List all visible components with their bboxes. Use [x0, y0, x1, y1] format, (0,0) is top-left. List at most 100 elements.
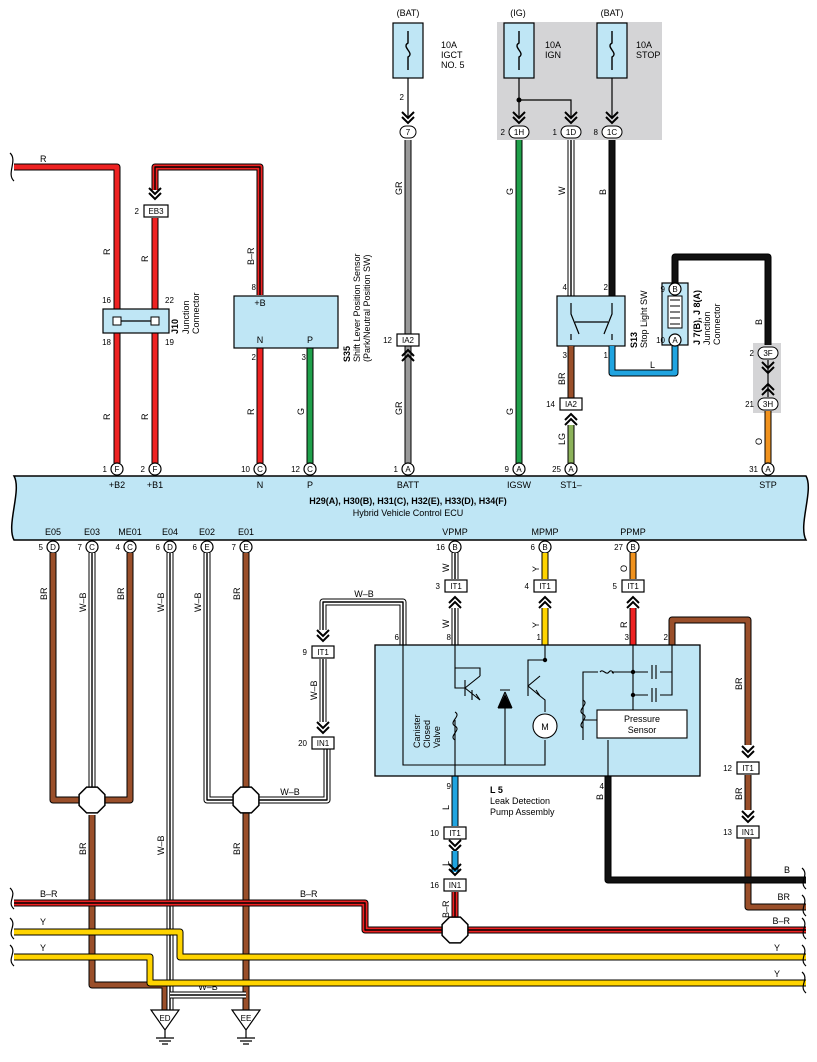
- wire-br-low-left-label: BR: [78, 842, 88, 855]
- ecu-bottom-pin-num-6: 16: [436, 543, 445, 552]
- conn-ia2-top-pin: 12: [383, 336, 392, 345]
- j10-p22: 22: [165, 296, 174, 305]
- wire-br-e05-label: BR: [39, 587, 49, 600]
- ecu-title: H29(A), H30(B), H31(C), H32(E), H33(D), …: [309, 496, 507, 506]
- ground-ed-label: ED: [159, 1014, 170, 1023]
- fuse-stop-rating: 10A: [636, 40, 652, 50]
- ecu-top-pin-num-7: 31: [749, 465, 758, 474]
- wire-lg-st-label: LG: [557, 433, 567, 445]
- bat2-label: (BAT): [601, 8, 624, 18]
- ecu-top-pin-label-2: N: [257, 480, 264, 490]
- ecu-top-pin-num-6: 25: [552, 465, 561, 474]
- s35-p2: 2: [252, 353, 257, 362]
- j10-pin-a: [112, 316, 122, 326]
- ecu-top-pin-num-4: 1: [394, 465, 399, 474]
- wire-r-top-label: R: [40, 154, 47, 164]
- ecu-top-pin-label-6: ST1–: [560, 480, 582, 490]
- wire-br-plusb-outline: [151, 163, 264, 295]
- conn-it1-c-pin: 5: [613, 582, 618, 591]
- ecu-top-pin-label-1: +B1: [147, 480, 163, 490]
- bus-break-right-2: [801, 917, 807, 940]
- ecu-body: [10, 475, 810, 541]
- bus-break-left-0: [9, 887, 15, 910]
- conn-in1-c: [736, 825, 760, 839]
- wire-break-left: [9, 152, 15, 182]
- conn-7: [399, 125, 417, 139]
- pump-id: L 5: [490, 785, 503, 795]
- wire-br-pump2: [669, 617, 751, 745]
- in1-c-chevron: [741, 810, 755, 824]
- it1-d-chevron: [316, 629, 330, 643]
- s13-p3: 3: [563, 351, 568, 360]
- ecu-top-pin-6: [564, 462, 578, 476]
- wire-wb-it1-label: W–B: [354, 589, 374, 599]
- ig-label: (IG): [510, 8, 526, 18]
- ground-ee-label: EE: [241, 1014, 252, 1023]
- ecu-bottom-pin-label-7: MPMP: [532, 527, 559, 537]
- wire-gr-low-label: GR: [394, 401, 404, 415]
- wire-wb-e03-label: W–B: [78, 592, 88, 612]
- ecu-bottom-pin-num-7: 6: [531, 543, 536, 552]
- ecu-top-pin-3: [303, 462, 317, 476]
- wire-y-mpmp2-label: Y: [531, 622, 541, 628]
- pressure-sensor-box: [596, 709, 688, 739]
- pump-p3: 3: [625, 633, 630, 642]
- conn-ia2-st: [559, 397, 583, 411]
- j7-pins: [670, 299, 680, 325]
- conn-1d: [560, 125, 582, 139]
- j10-p16: 16: [102, 296, 111, 305]
- ecu-bottom-pin-label-4: E02: [199, 527, 215, 537]
- ecu-top-pin-5: [512, 462, 526, 476]
- conn-3h: [757, 397, 779, 411]
- wire-br-bus: [745, 839, 806, 910]
- ecu-top-pin-label-4: BATT: [397, 480, 420, 490]
- pump-motor-label: M: [541, 722, 549, 732]
- conn-it1-f-label: IT1: [742, 764, 754, 773]
- conn-1c: [601, 125, 623, 139]
- ecu-top-pin-4: [401, 462, 415, 476]
- wire-b-pump4: [605, 776, 806, 883]
- s35-p8: 8: [252, 283, 257, 292]
- conn-in1-b: [443, 878, 467, 892]
- wire-br-bus-main: [14, 900, 806, 933]
- conn-it1-d-label: IT1: [317, 648, 329, 657]
- igct-chevron: [401, 111, 415, 125]
- conn-1h: [508, 125, 530, 139]
- ecu-bottom-pin-label-8: PPMP: [620, 527, 646, 537]
- conn-in1-b-label: IN1: [449, 881, 462, 890]
- conn-in1-b-pin: 16: [430, 881, 439, 890]
- wire-wb-ed-label: W–B: [156, 835, 166, 855]
- wire-wb-e02-label: W–B: [193, 592, 203, 612]
- ecu-bottom-pin-num-5: 7: [232, 543, 237, 552]
- fuse-igct-no: NO. 5: [441, 60, 465, 70]
- j7-name1: Junction: [702, 311, 712, 345]
- ecu-bottom-pin-6-letter: B: [452, 543, 457, 552]
- wire-br-plusb-stripe: [154, 166, 261, 295]
- wire-br-me01-label: BR: [116, 587, 126, 600]
- wire-wb-it1-stripe: [322, 601, 404, 645]
- ecu-bottom-pin-num-1: 7: [78, 543, 83, 552]
- conn-in1-c-pin: 13: [723, 828, 732, 837]
- conn-it1-c: [621, 579, 645, 593]
- s13-id: S13: [629, 332, 639, 348]
- wire-b-jc-label: B: [754, 319, 764, 325]
- conn-ia2-st-pin: 14: [546, 400, 555, 409]
- ecu-bottom-pin-num-4: 6: [193, 543, 198, 552]
- ecu-bottom-pin-8-letter: B: [630, 543, 635, 552]
- wire-wb-it1-low-label: W–B: [309, 680, 319, 700]
- conn-1d-pin: 1: [553, 128, 558, 137]
- ecu-bottom-pin-7-letter: B: [542, 543, 547, 552]
- ecu-top-pin-5-letter: A: [516, 465, 522, 474]
- ecu-top-pin-label-0: +B2: [109, 480, 125, 490]
- chev-3f: [761, 361, 775, 375]
- conn-7-label: 7: [406, 128, 411, 137]
- wire-b-pump4-label: B: [595, 794, 605, 800]
- conn-it1-a: [444, 579, 468, 593]
- wire-br-bus2-label: B–R: [300, 889, 318, 899]
- ecu-top-pin-num-0: 1: [103, 465, 108, 474]
- wire-w-vpmp-label: W: [441, 563, 451, 572]
- conn-it1-b-label: IT1: [539, 582, 551, 591]
- conn-in1-a: [311, 736, 335, 750]
